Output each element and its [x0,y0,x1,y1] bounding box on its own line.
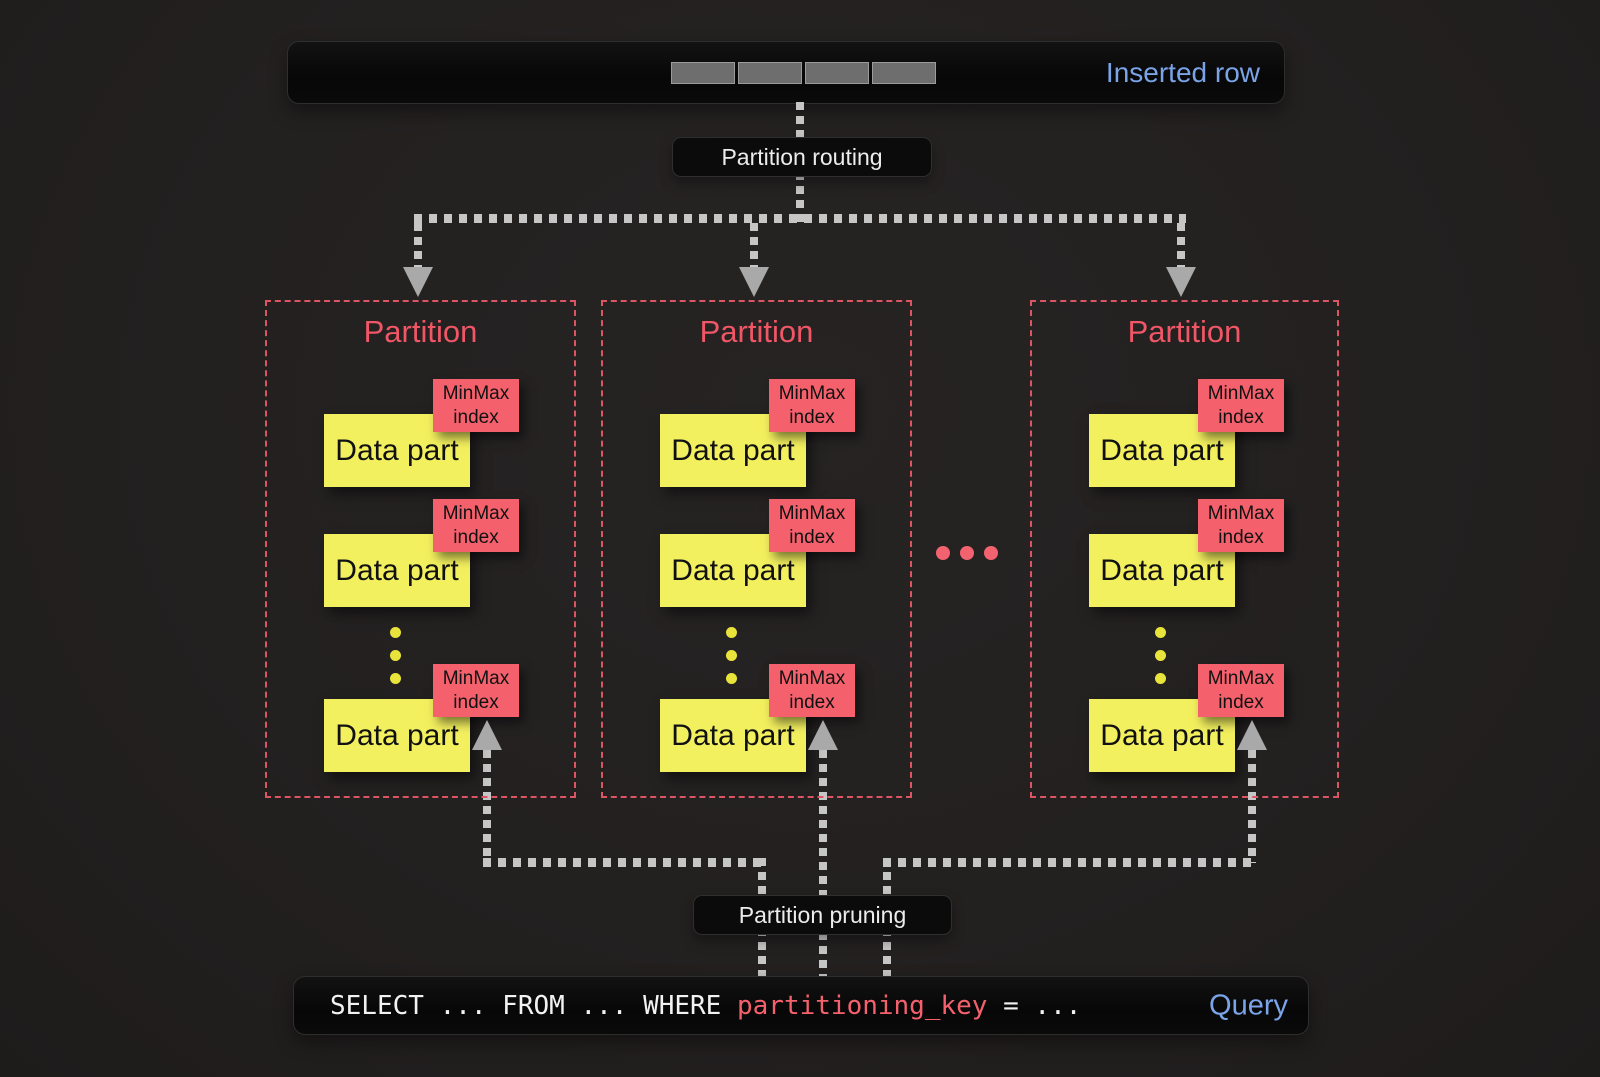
partition-pruning-text: Partition pruning [738,901,907,928]
ellipsis-dot [1155,627,1166,638]
minmax-index-tag: MinMax index [433,664,519,717]
partition-box-1: Partition MinMax index Data part MinMax … [265,300,576,798]
arrow-up-icon [1237,720,1267,750]
dotted-connector [1248,750,1256,863]
query-code: SELECT ... FROM ... WHERE partitioning_k… [330,991,1081,1021]
partition-routing-text: Partition routing [721,143,883,170]
data-part-box: Data part [660,534,806,607]
partition-box-2: Partition MinMax index Data part MinMax … [601,300,912,798]
partition-title: Partition [699,314,814,349]
dotted-connector [750,223,758,267]
data-part-box: Data part [660,699,806,772]
minmax-index-tag: MinMax index [1198,499,1284,552]
ellipsis-dot [726,650,737,661]
arrow-down-icon [739,267,769,297]
minmax-index-tag: MinMax index [433,379,519,432]
arrow-down-icon [1166,267,1196,297]
query-bar: SELECT ... FROM ... WHERE partitioning_k… [293,976,1309,1035]
partition-ellipsis-dot [984,546,998,560]
partition-ellipsis-dot [936,546,950,560]
inserted-row-label: Inserted row [1105,56,1260,88]
query-code-prefix: SELECT ... FROM ... WHERE [330,990,737,1021]
partition-ellipsis-dot [960,546,974,560]
dotted-connector [1177,223,1185,267]
minmax-index-tag: MinMax index [769,379,855,432]
arrow-up-icon [808,720,838,750]
ellipsis-dot [390,673,401,684]
ellipsis-dot [1155,673,1166,684]
ellipsis-dot [390,627,401,638]
row-cell [872,62,936,84]
minmax-index-tag: MinMax index [769,664,855,717]
row-cell [738,62,802,84]
partition-routing-label: Partition routing [672,137,932,177]
ellipsis-dot [726,673,737,684]
dotted-connector [483,858,766,867]
dotted-connector [883,858,1256,867]
query-code-suffix: = ... [987,990,1082,1021]
minmax-index-tag: MinMax index [1198,379,1284,432]
minmax-index-tag: MinMax index [1198,664,1284,717]
partition-box-3: Partition MinMax index Data part MinMax … [1030,300,1339,798]
data-part-box: Data part [660,414,806,487]
row-cell [671,62,735,84]
minmax-index-tag: MinMax index [769,499,855,552]
row-cells [671,62,936,84]
data-part-box: Data part [1089,534,1235,607]
inserted-row-bar: Inserted row [287,41,1285,104]
ellipsis-dot [1155,650,1166,661]
query-partitioning-key: partitioning_key [737,990,988,1021]
ellipsis-dot [390,650,401,661]
arrow-up-icon [472,720,502,750]
row-cell [805,62,869,84]
minmax-index-tag: MinMax index [433,499,519,552]
query-label: Query [1209,989,1288,1021]
partition-pruning-label: Partition pruning [693,895,952,935]
ellipsis-dot [726,627,737,638]
dotted-connector [483,750,491,863]
partition-title: Partition [1127,314,1242,349]
arrow-down-icon [403,267,433,297]
dotted-connector [414,214,1186,223]
partition-title: Partition [363,314,478,349]
dotted-connector [414,223,422,267]
dotted-connector [819,750,827,976]
